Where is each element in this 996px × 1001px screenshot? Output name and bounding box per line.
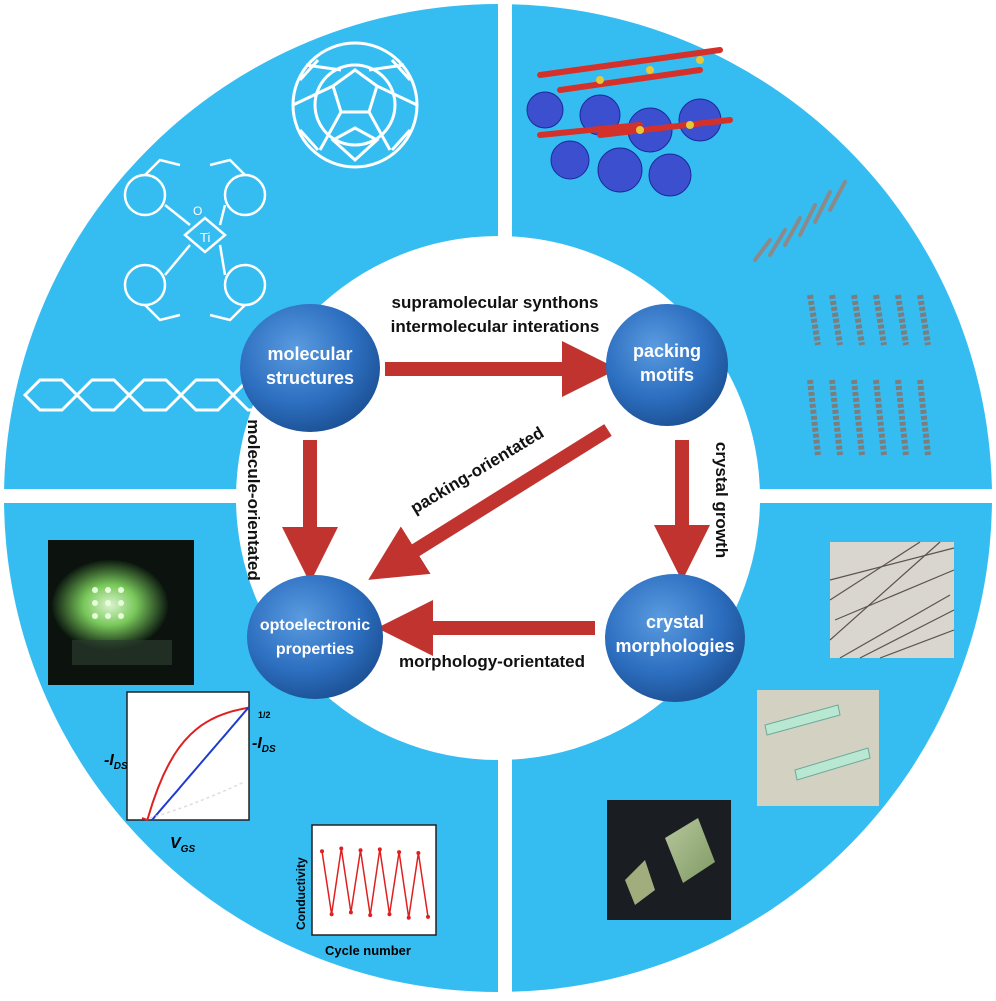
conductivity-point: [406, 915, 411, 920]
ylabel-sup: 1/2: [258, 710, 271, 720]
node-opto-line1: optoelectronic: [260, 617, 370, 634]
fullerene-structure: [291, 41, 419, 169]
conductivity-point: [348, 910, 353, 915]
label-intermolecular-interactions: intermolecular interations: [391, 317, 600, 336]
node-crystal-line2: morphologies: [615, 636, 734, 656]
molecule-stack: [851, 294, 865, 346]
oxygen-label: O: [193, 204, 202, 218]
conductivity-point: [416, 851, 421, 855]
molecule-stack: [829, 379, 843, 456]
conductivity-point: [377, 847, 382, 852]
node-opto-line2: properties: [276, 641, 354, 658]
crystal-packing-image: [526, 47, 733, 197]
label-crystal-growth: crystal growth: [712, 442, 731, 558]
molecule-stack: [807, 379, 821, 456]
transfer-curve-plot: -IDS -IDS 1/2 VGS: [104, 691, 276, 855]
conductivity-point: [329, 912, 334, 917]
cycle-xlabel: Cycle number: [325, 943, 411, 958]
arrow-packing-to-optoelectronic: [368, 424, 612, 580]
node-packing-line1: packing: [633, 341, 701, 361]
conductivity-point: [320, 849, 324, 854]
titanyl-phthalocyanine-structure: Ti O: [123, 158, 267, 322]
label-morphology-orientated: morphology-orientated: [399, 652, 585, 671]
conductivity-point: [368, 913, 373, 918]
molecule-stack: [829, 294, 843, 346]
ylabel-ids: -IDS: [104, 752, 128, 772]
herringbone-packing-image: [807, 294, 931, 456]
nanowire-photo: [829, 541, 955, 659]
node-optoelectronic-properties: optoelectronic properties: [247, 575, 383, 699]
molecule-stack: [917, 294, 931, 346]
node-packing-motifs: packing motifs: [606, 304, 728, 426]
molecule-stack: [895, 294, 909, 346]
conductivity-point: [339, 846, 344, 851]
conductivity-point: [426, 914, 430, 919]
device-photo: [48, 540, 194, 685]
crystal-ribbon-photo: [757, 690, 879, 806]
conductivity-point: [387, 912, 392, 917]
pentacene-structure: [22, 378, 264, 412]
conductivity-point: [358, 848, 363, 853]
molecule-stack: [851, 379, 865, 456]
node-crystal-morphologies: crystal morphologies: [605, 574, 745, 702]
label-supramolecular-synthons: supramolecular synthons: [392, 293, 599, 312]
node-packing-line2: motifs: [640, 365, 694, 385]
ti-label: Ti: [200, 230, 210, 245]
molecule-stack: [807, 294, 821, 346]
molecule-stack: [917, 379, 931, 456]
node-crystal-line1: crystal: [646, 612, 704, 632]
conductivity-ylabel: Conductivity: [294, 857, 308, 930]
node-molecular-structures: molecular structures: [240, 304, 380, 432]
molecule-stack: [895, 379, 909, 456]
crystal-plates-photo: [607, 800, 731, 920]
node-molecular-line1: molecular: [267, 344, 352, 364]
flow-arrows: [282, 341, 710, 656]
node-molecular-line2: structures: [266, 368, 354, 388]
conductivity-plot: Conductivity Cycle number: [294, 824, 437, 958]
molecule-stack: [873, 379, 887, 456]
molecule-stack: [873, 294, 887, 346]
ylabel-ids-sqrt: -IDS: [252, 735, 276, 755]
label-molecule-orientated: molecule-orientated: [244, 419, 263, 581]
xlabel-vgs: VGS: [170, 835, 195, 855]
molecular-stack-image: [753, 180, 847, 262]
conductivity-point: [397, 850, 402, 855]
